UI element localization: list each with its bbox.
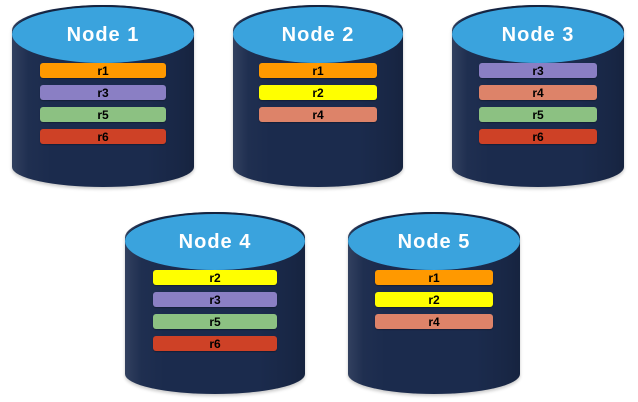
cylinder-top-lid: Node 4: [125, 212, 305, 270]
replica-r1[interactable]: r1: [259, 63, 377, 78]
cylinder-shape: r1 r2 r4 Node 2: [233, 5, 403, 187]
replica-label: r3: [97, 85, 109, 100]
replica-label: r5: [209, 314, 221, 329]
replica-label: r6: [209, 336, 221, 351]
database-node-5[interactable]: r1 r2 r4 Node 5: [348, 212, 520, 394]
replica-r2[interactable]: r2: [153, 270, 277, 285]
replica-label: r5: [97, 107, 109, 122]
replica-r1[interactable]: r1: [40, 63, 166, 78]
replica-r6[interactable]: r6: [153, 336, 277, 351]
replica-label: r3: [532, 63, 544, 78]
cylinder-top-lid: Node 5: [348, 212, 520, 270]
replica-label: r5: [532, 107, 544, 122]
replica-r3[interactable]: r3: [40, 85, 166, 100]
node-title: Node 2: [281, 23, 355, 46]
replica-label: r3: [209, 292, 221, 307]
database-node-3[interactable]: r3 r4 r5 r6 Node 3: [452, 5, 624, 187]
replica-list: r1 r3 r5 r6: [12, 63, 194, 144]
replica-label: r1: [428, 270, 440, 285]
node-title: Node 1: [66, 23, 140, 46]
cylinder-shape: r2 r3 r5 r6 Node 4: [125, 212, 305, 394]
cylinder-top-lid: Node 1: [12, 5, 194, 63]
replica-r4[interactable]: r4: [375, 314, 493, 329]
node-title: Node 4: [178, 230, 252, 253]
replica-r5[interactable]: r5: [40, 107, 166, 122]
database-node-2[interactable]: r1 r2 r4 Node 2: [233, 5, 403, 187]
cylinder-shape: r3 r4 r5 r6 Node 3: [452, 5, 624, 187]
cylinder-shape: r1 r2 r4 Node 5: [348, 212, 520, 394]
replica-list: r2 r3 r5 r6: [125, 270, 305, 351]
node-title: Node 3: [501, 23, 575, 46]
replica-label: r2: [312, 85, 324, 100]
replica-r5[interactable]: r5: [479, 107, 597, 122]
replica-list: r1 r2 r4: [348, 270, 520, 329]
cylinder-shape: r1 r3 r5 r6 Node 1: [12, 5, 194, 187]
replica-r6[interactable]: r6: [40, 129, 166, 144]
replica-list: r3 r4 r5 r6: [452, 63, 624, 144]
replica-label: r1: [312, 63, 324, 78]
database-node-4[interactable]: r2 r3 r5 r6 Node 4: [125, 212, 305, 394]
replica-label: r4: [428, 314, 440, 329]
replica-label: r1: [97, 63, 109, 78]
cylinder-top-lid: Node 2: [233, 5, 403, 63]
replica-r2[interactable]: r2: [259, 85, 377, 100]
replica-r1[interactable]: r1: [375, 270, 493, 285]
replica-label: r6: [97, 129, 109, 144]
replica-label: r4: [312, 107, 324, 122]
replica-r2[interactable]: r2: [375, 292, 493, 307]
replica-label: r2: [428, 292, 440, 307]
replica-label: r4: [532, 85, 544, 100]
replica-r5[interactable]: r5: [153, 314, 277, 329]
replica-r4[interactable]: r4: [259, 107, 377, 122]
replica-r4[interactable]: r4: [479, 85, 597, 100]
replica-label: r6: [532, 129, 544, 144]
replica-r3[interactable]: r3: [479, 63, 597, 78]
replica-r3[interactable]: r3: [153, 292, 277, 307]
replica-r6[interactable]: r6: [479, 129, 597, 144]
replica-label: r2: [209, 270, 221, 285]
replica-list: r1 r2 r4: [233, 63, 403, 122]
cylinder-top-lid: Node 3: [452, 5, 624, 63]
node-title: Node 5: [397, 230, 471, 253]
database-node-1[interactable]: r1 r3 r5 r6 Node 1: [12, 5, 194, 187]
